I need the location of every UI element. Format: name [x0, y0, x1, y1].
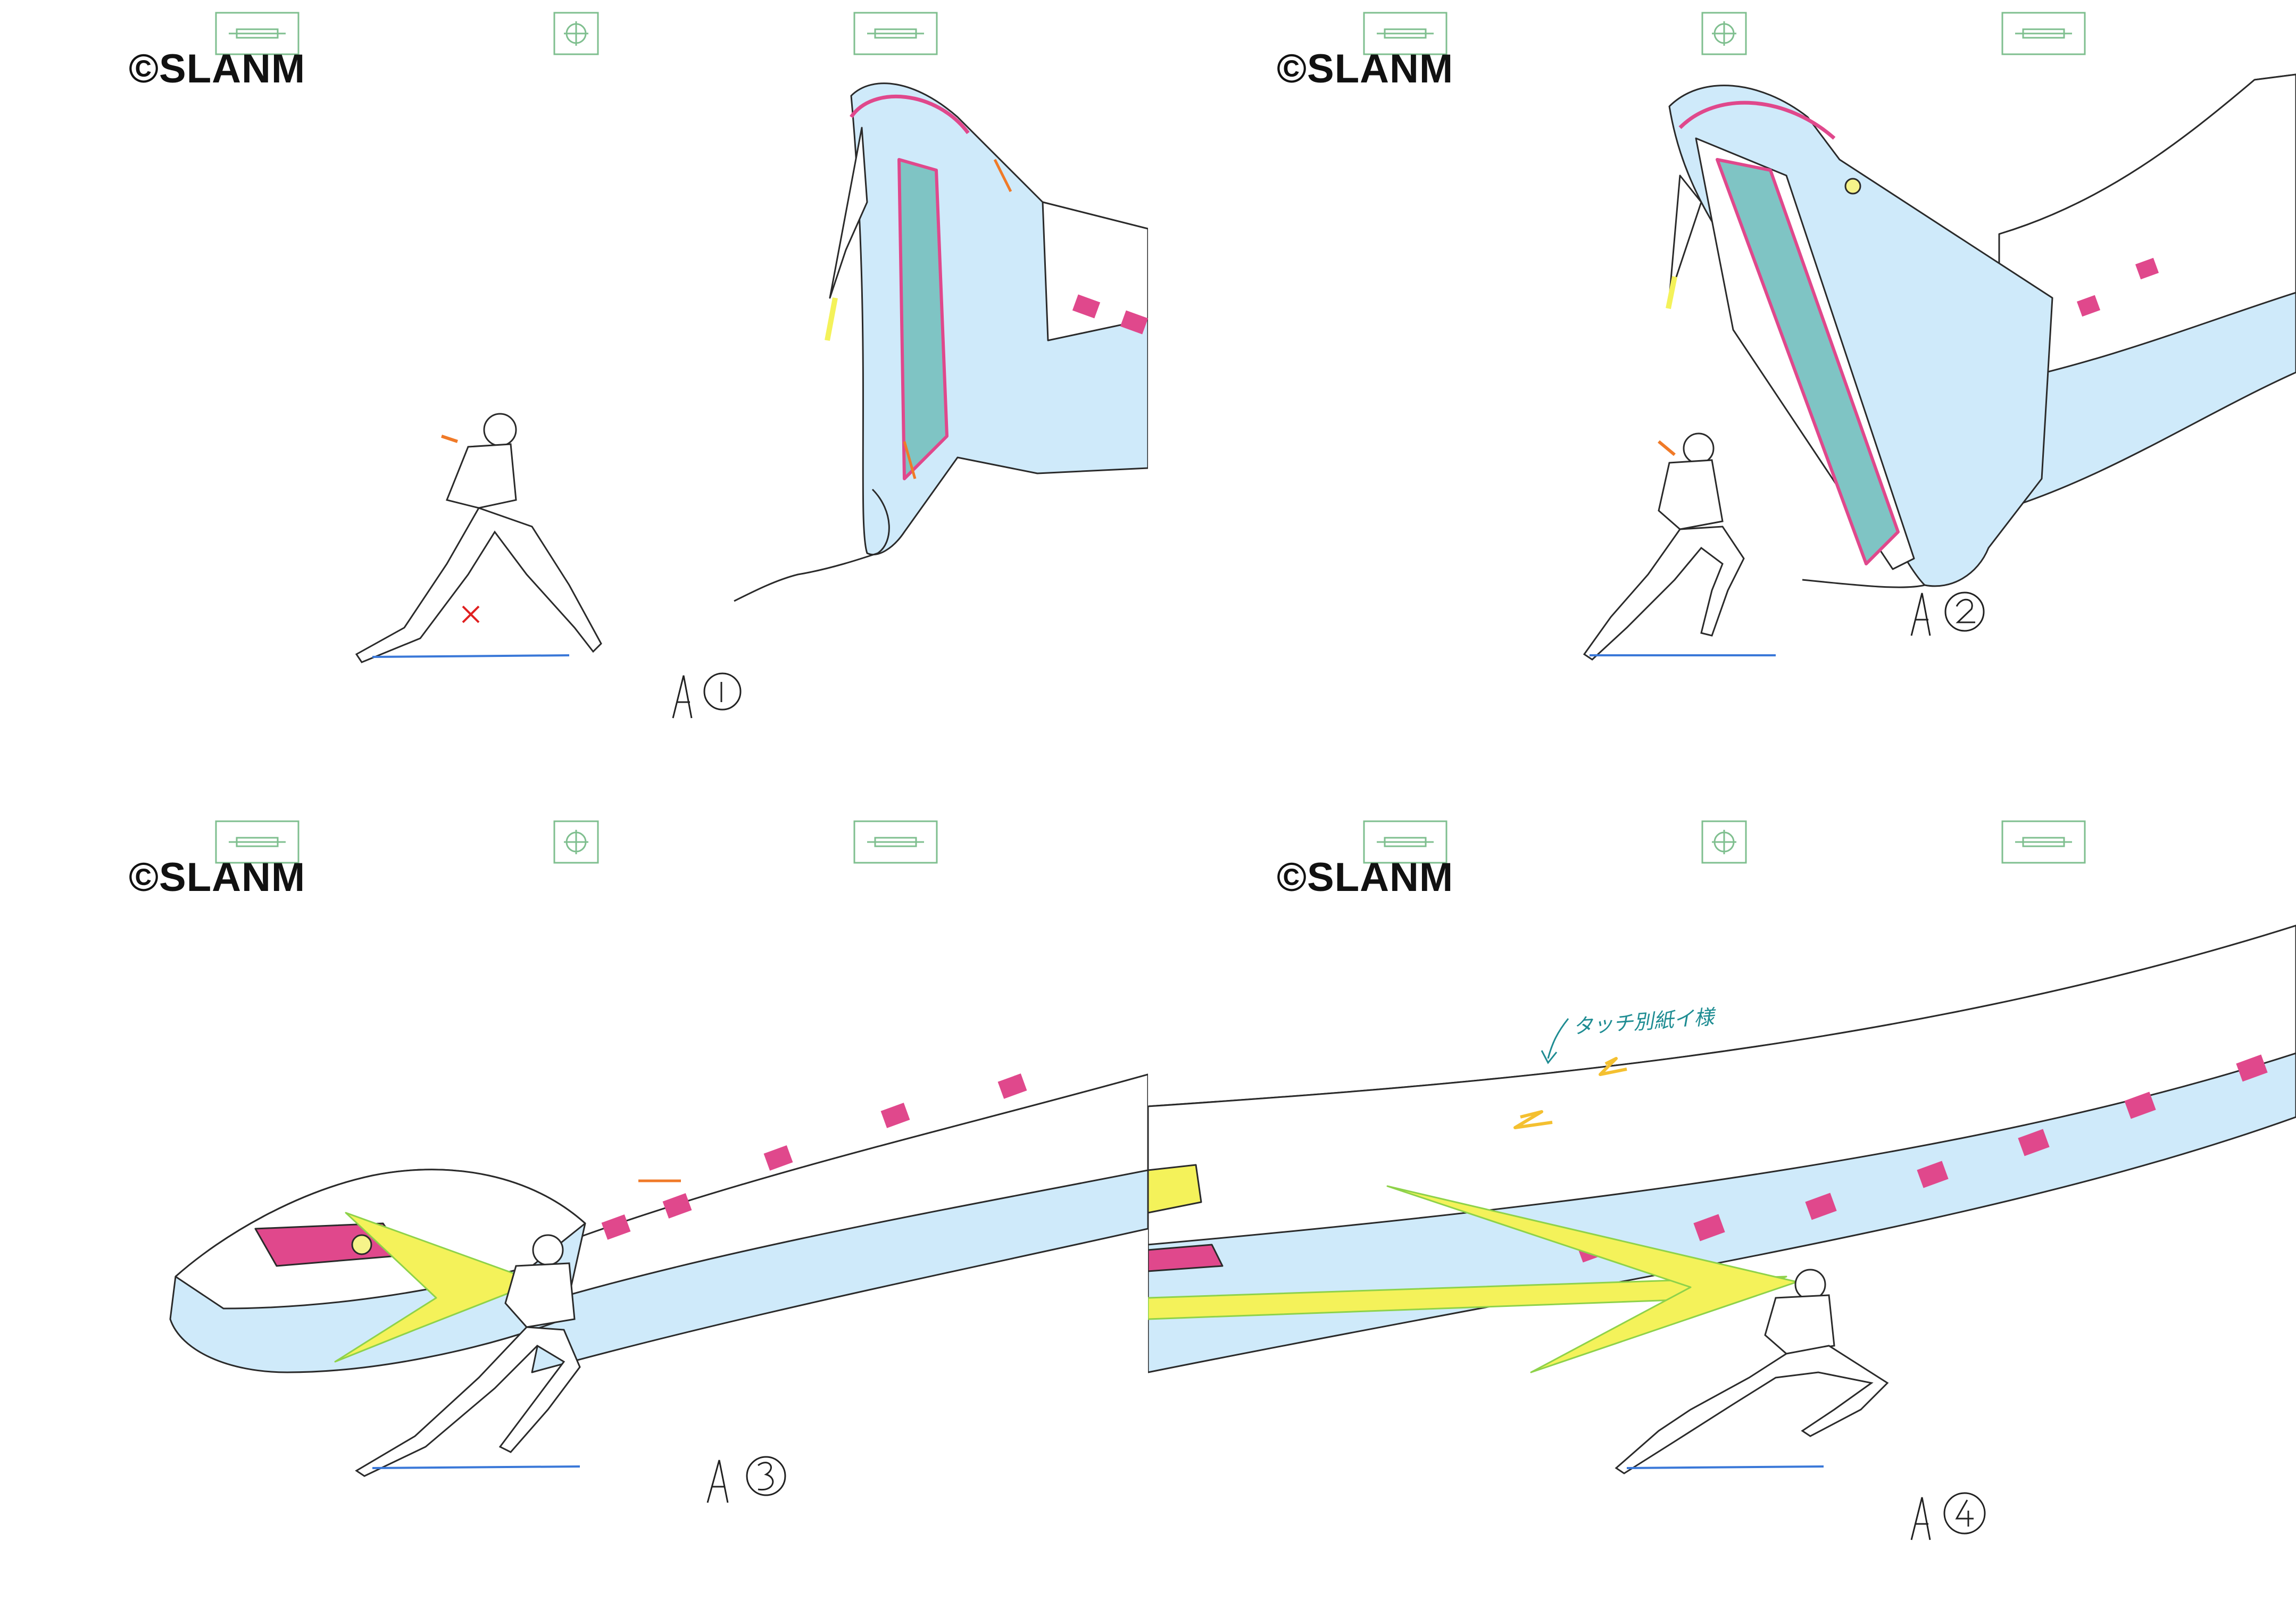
copyright-notice: ©SLANM	[129, 855, 306, 900]
snake-head	[1666, 85, 2053, 588]
registration-pegs	[1363, 820, 2086, 864]
note-arrow	[1541, 1018, 1569, 1064]
cell-number-label	[1910, 1492, 1986, 1540]
animation-frame-a2: ©SLANM	[1148, 0, 2296, 808]
cell-number-label	[672, 672, 742, 719]
registration-pegs	[1363, 12, 2086, 55]
animation-frame-a4: ©SLANM タッチ別紙イ様	[1148, 808, 2296, 1617]
copyright-notice: ©SLANM	[1277, 46, 1454, 91]
human-figure	[1615, 1269, 1889, 1474]
snake-head	[169, 1169, 681, 1373]
copyright-notice: ©SLANM	[129, 46, 306, 91]
animation-frame-a1: ©SLANM	[0, 0, 1148, 808]
frame-artwork	[1363, 12, 2296, 661]
snake-body	[1998, 73, 2296, 512]
human-figure	[1583, 432, 1776, 661]
human-figure	[355, 413, 602, 663]
cell-number-label	[706, 1456, 786, 1503]
snake-head	[734, 82, 1148, 602]
animation-frame-a3: ©SLANM	[0, 808, 1148, 1617]
snake-body	[531, 1073, 1148, 1373]
copyright-notice: ©SLANM	[1277, 855, 1454, 900]
snake-body	[1148, 924, 2296, 1373]
human-figure	[355, 1234, 581, 1477]
frame-artwork	[169, 820, 1148, 1503]
registration-pegs	[215, 820, 938, 864]
registration-pegs	[215, 12, 938, 55]
frame-artwork	[215, 12, 1148, 719]
frame-artwork	[1148, 820, 2296, 1540]
cell-number-label	[1910, 591, 1985, 636]
